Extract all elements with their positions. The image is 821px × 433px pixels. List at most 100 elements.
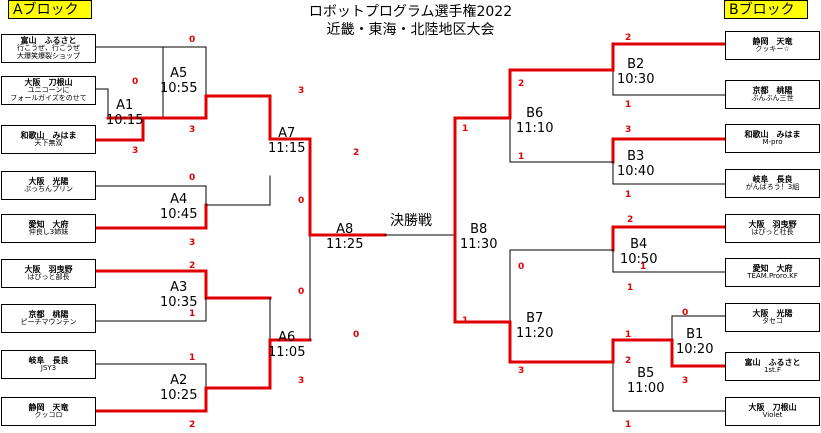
match-id: B4	[630, 237, 648, 252]
team-nickname-2: フォールガイズをのせて	[10, 93, 87, 102]
match-time: 10:25	[160, 388, 198, 403]
score: 1	[625, 330, 632, 340]
score: 1	[627, 283, 634, 293]
score: 3	[298, 376, 305, 386]
match-time: 10:50	[620, 252, 658, 267]
match-id: B1	[686, 327, 704, 342]
team-nickname: 行こうぜ、行こうぜ	[17, 44, 80, 53]
score: 1	[625, 420, 632, 430]
score: 1	[640, 262, 647, 272]
match-id: A7	[278, 126, 296, 141]
team-name: 和歌山 みはま	[744, 129, 801, 139]
team-name: 大阪 光陽	[752, 308, 793, 318]
score: 0	[298, 196, 305, 206]
team-box: 大阪 光陽 ぷっちんプリン	[1, 171, 96, 200]
team-box: 大阪 羽曳野 はぴっと部長	[1, 259, 96, 288]
team-box: 和歌山 みはま M-pro	[725, 124, 820, 153]
score: 2	[627, 215, 634, 225]
score: 3	[518, 366, 525, 376]
team-box: 京都 桃陽 ピーチマウンテン	[1, 304, 96, 333]
team-nickname: Violet	[762, 411, 783, 420]
tournament-subtitle: 近畿・東海・北陸地区大会	[326, 22, 495, 38]
match-time: 10:15	[106, 113, 144, 128]
match-id: B7	[526, 311, 544, 326]
score: 0	[189, 35, 196, 45]
team-nickname: TEAM.Proro.KF	[747, 272, 798, 281]
team-box: 和歌山 みはま 天下無双	[1, 125, 96, 154]
final-match-label: 決勝戦	[390, 213, 432, 229]
tournament-title: ロボットプログラム選手権2022	[308, 4, 513, 20]
score: 3	[189, 125, 196, 135]
team-nickname: ユニコーンに	[27, 86, 70, 95]
team-box: 富山 ふるさと 1st.F	[725, 352, 820, 381]
score: 3	[298, 86, 305, 96]
team-name: 大阪 刀根山	[748, 402, 797, 412]
team-box: 岐阜 長良 がんばろう！3組	[725, 169, 820, 198]
score: 1	[462, 124, 469, 134]
score: 1	[462, 316, 469, 326]
team-nickname: ぷっちんプリン	[24, 185, 73, 194]
team-box: 富山 ふるさと 行こうぜ、行こうぜ 大爆笑爆裂ショップ	[1, 34, 96, 63]
score: 2	[189, 261, 196, 271]
score: 3	[682, 376, 689, 386]
match-time: 10:30	[617, 72, 655, 87]
score: 2	[189, 420, 196, 430]
match-time: 11:15	[268, 141, 306, 156]
team-nickname: 仲良し3姉妹	[28, 228, 69, 237]
score: 1	[625, 190, 632, 200]
match-id: A1	[116, 98, 134, 113]
score: 1	[189, 353, 196, 363]
team-name: 京都 桃陽	[28, 309, 69, 319]
team-name: 岐阜 長良	[28, 355, 69, 365]
team-nickname: ぶんぶん三世	[751, 94, 794, 103]
match-time: 11:00	[627, 381, 665, 396]
team-box: 大阪 羽曳野 はぴっと社長	[725, 214, 820, 243]
team-name: 静岡 天竜	[752, 36, 793, 46]
team-nickname: 1st.F	[763, 366, 782, 375]
score: 1	[189, 309, 196, 319]
team-name: 富山 ふるさと	[744, 357, 801, 367]
team-name: 静岡 天竜	[28, 402, 69, 412]
match-id: B5	[637, 366, 655, 381]
match-id: A4	[170, 192, 188, 207]
match-id: A2	[170, 373, 188, 388]
score: 2	[518, 79, 525, 89]
block-b-label: Bブロック	[724, 0, 808, 19]
match-id: A5	[170, 66, 188, 81]
team-nickname: はぴっと部長	[27, 273, 70, 282]
team-nickname: がんばろう！3組	[745, 183, 800, 192]
team-name: 愛知 大府	[752, 263, 793, 273]
team-box: 大阪 光陽 タセコ	[725, 303, 820, 332]
team-nickname: クッコロ	[34, 411, 63, 420]
team-name: 大阪 光陽	[28, 176, 69, 186]
score: 3	[625, 125, 632, 135]
score: 0	[298, 287, 305, 297]
match-id: A6	[278, 330, 296, 345]
score: 0	[518, 262, 525, 272]
team-name: 大阪 刀根山	[24, 77, 73, 87]
team-nickname: M-pro	[762, 138, 783, 147]
match-id: B2	[627, 57, 645, 72]
score: 0	[189, 173, 196, 183]
team-nickname: 天下無双	[34, 139, 63, 148]
match-time: 10:20	[676, 342, 714, 357]
team-box: 大阪 刀根山 Violet	[725, 397, 820, 426]
score: 0	[682, 308, 689, 318]
match-time: 11:20	[516, 326, 554, 341]
team-box: 愛知 大府 TEAM.Proro.KF	[725, 258, 820, 287]
team-nickname-2: 大爆笑爆裂ショップ	[17, 51, 80, 60]
team-name: 富山 ふるさと	[20, 35, 77, 45]
